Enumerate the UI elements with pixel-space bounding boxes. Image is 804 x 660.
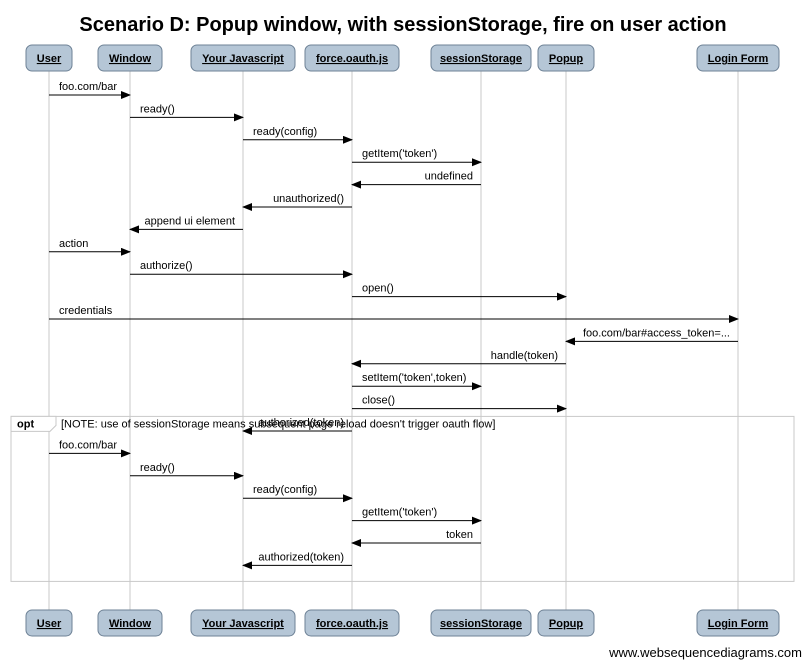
participant-storage-top: sessionStorage — [430, 44, 532, 72]
message-label: handle(token) — [491, 350, 558, 362]
message-12: handle(token) — [351, 350, 566, 368]
participant-js-top: Your Javascript — [190, 44, 296, 72]
message-label: ready(config) — [253, 484, 317, 496]
opt-tag-box — [10, 415, 57, 432]
message-label: authorize() — [140, 260, 193, 272]
message-15: authorized(token) — [242, 417, 352, 435]
message-18: ready(config) — [243, 484, 353, 503]
opt-tag-label: opt — [17, 418, 34, 430]
participant-label: Login Form — [708, 53, 769, 65]
participant-popup-bottom: Popup — [537, 609, 595, 637]
message-13: setItem('token',token) — [352, 372, 482, 391]
message-4: undefined — [351, 171, 481, 189]
participant-box — [190, 44, 296, 72]
participant-window-bottom: Window — [97, 609, 163, 637]
message-16: foo.com/bar — [49, 439, 131, 458]
message-9: open() — [352, 283, 567, 301]
message-21: authorized(token) — [242, 551, 352, 570]
message-label: unauthorized() — [273, 193, 344, 205]
message-label: foo.com/bar — [59, 81, 117, 93]
footer-watermark: www.websequencediagrams.com — [608, 645, 802, 660]
participant-label: sessionStorage — [440, 618, 522, 630]
participant-label: Login Form — [708, 618, 769, 630]
participant-box — [696, 609, 780, 637]
message-10: credentials — [49, 305, 739, 323]
message-label: authorized(token) — [258, 417, 344, 429]
participant-user-bottom: User — [25, 609, 73, 637]
participant-label: User — [37, 53, 62, 65]
participant-window-top: Window — [97, 44, 163, 72]
message-1: ready() — [130, 103, 244, 122]
participant-heads-top: User Window Your Javascript force.oauth.js s… — [25, 44, 780, 72]
message-label: ready() — [140, 103, 175, 115]
participant-js-bottom: Your Javascript — [190, 609, 296, 637]
participant-label: sessionStorage — [440, 53, 522, 65]
participant-box — [304, 609, 400, 637]
message-label: authorized(token) — [258, 551, 344, 563]
messages: foo.com/bar ready() ready(config) getItem('… — [49, 81, 739, 570]
participant-label: Your Javascript — [202, 618, 284, 630]
message-label: credentials — [59, 305, 113, 317]
participant-force-bottom: force.oauth.js — [304, 609, 400, 637]
participant-box — [537, 44, 595, 72]
participant-label: force.oauth.js — [316, 618, 388, 630]
message-label: ready(config) — [253, 126, 317, 138]
participant-label: Window — [109, 618, 151, 630]
message-17: ready() — [130, 462, 244, 480]
opt-frame: opt [NOTE: use of sessionStorage means su… — [10, 415, 795, 582]
message-label: setItem('token',token) — [362, 372, 466, 384]
message-label: token — [446, 529, 473, 541]
message-label: open() — [362, 283, 394, 295]
message-5: unauthorized() — [242, 193, 352, 211]
message-6: append ui element — [129, 215, 243, 234]
participant-login-top: Login Form — [696, 44, 780, 72]
participant-box — [696, 44, 780, 72]
participant-label: Popup — [549, 53, 583, 65]
message-3: getItem('token') — [352, 148, 482, 167]
participant-box — [97, 44, 163, 72]
message-20: token — [351, 529, 481, 547]
opt-guard-text: [NOTE: use of sessionStorage means subse… — [61, 418, 495, 430]
participant-label: force.oauth.js — [316, 53, 388, 65]
participant-force-top: force.oauth.js — [304, 44, 400, 72]
participant-user-top: User — [25, 44, 73, 72]
message-0: foo.com/bar — [49, 81, 131, 99]
participant-label: Your Javascript — [202, 53, 284, 65]
message-7: action — [49, 238, 131, 256]
message-label: undefined — [425, 171, 473, 183]
participant-box — [537, 609, 595, 637]
message-8: authorize() — [130, 260, 353, 279]
participant-box — [190, 609, 296, 637]
participant-box — [304, 44, 400, 72]
message-label: getItem('token') — [362, 507, 437, 519]
participant-popup-top: Popup — [537, 44, 595, 72]
participant-box — [25, 44, 73, 72]
message-2: ready(config) — [243, 126, 353, 144]
participant-box — [97, 609, 163, 637]
participant-label: User — [37, 618, 62, 630]
message-label: action — [59, 238, 88, 250]
message-11: foo.com/bar#access_token=... — [565, 327, 738, 346]
diagram-title: Scenario D: Popup window, with sessionSt… — [79, 14, 726, 36]
message-label: foo.com/bar — [59, 439, 117, 451]
participant-box — [430, 44, 532, 72]
message-label: close() — [362, 395, 395, 407]
participant-label: Popup — [549, 618, 583, 630]
opt-frame-border — [10, 415, 795, 582]
participant-storage-bottom: sessionStorage — [430, 609, 532, 637]
participant-box — [25, 609, 73, 637]
participant-label: Window — [109, 53, 151, 65]
message-label: ready() — [140, 462, 175, 474]
message-label: append ui element — [144, 215, 235, 227]
message-19: getItem('token') — [352, 507, 482, 525]
message-label: getItem('token') — [362, 148, 437, 160]
message-label: foo.com/bar#access_token=... — [583, 327, 730, 339]
message-14: close() — [352, 395, 567, 413]
participant-login-bottom: Login Form — [696, 609, 780, 637]
participant-heads-bottom: User Window Your Javascript force.oauth.js s… — [25, 609, 780, 637]
participant-box — [430, 609, 532, 637]
